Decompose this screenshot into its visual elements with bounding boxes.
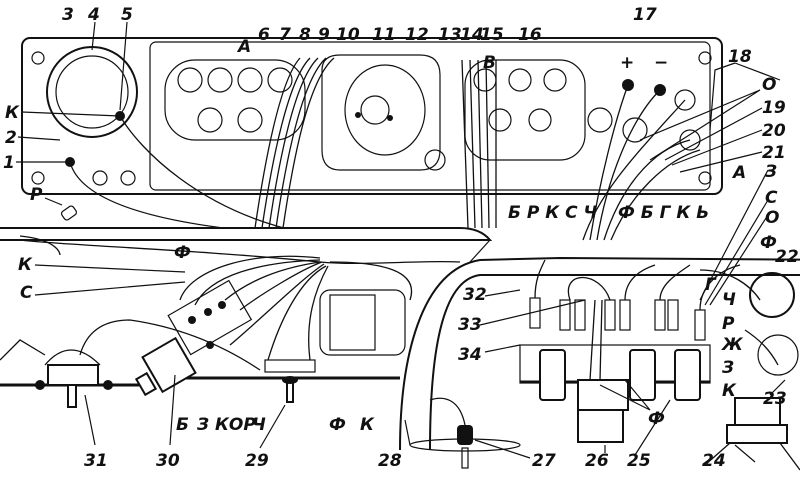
- label-17: 17: [633, 5, 657, 25]
- panel-wire-bundle: [69, 57, 701, 241]
- label-23: 23: [763, 389, 787, 409]
- label-v: В: [483, 53, 496, 73]
- label-26: 26: [585, 451, 609, 471]
- label-32: 32: [463, 285, 487, 305]
- label-5: 5: [121, 5, 133, 25]
- label-wire-group-left: Б Р К С Ч: [508, 203, 597, 223]
- switch-30: [134, 255, 329, 397]
- label-22: 22: [775, 247, 799, 267]
- label-31: 31: [84, 451, 108, 471]
- label-plus: +: [620, 53, 634, 73]
- label-7: 7: [279, 25, 291, 45]
- label-zh: Ж: [721, 335, 744, 355]
- label-s-right: С: [765, 188, 778, 208]
- leader-lines: [16, 21, 786, 463]
- label-ch-right: Ч: [722, 290, 736, 310]
- label-k-top: К: [5, 103, 20, 123]
- label-2: 2: [5, 128, 17, 148]
- label-z-right: З: [764, 162, 777, 182]
- instrument-panel: [21, 37, 723, 195]
- label-a-top: А: [236, 37, 251, 57]
- label-24: 24: [702, 451, 726, 471]
- label-g: Г: [705, 275, 717, 295]
- label-4: 4: [87, 5, 100, 25]
- label-r-right: Р: [722, 314, 735, 334]
- label-6: 6: [258, 25, 270, 45]
- label-f-26: Ф: [648, 409, 665, 429]
- label-s-left: С: [20, 283, 33, 303]
- label-33: 33: [458, 315, 482, 335]
- label-30: 30: [156, 451, 180, 471]
- switch-31: [0, 319, 261, 408]
- label-19: 19: [762, 98, 786, 118]
- label-12: 12: [405, 25, 429, 45]
- label-20: 20: [762, 121, 786, 141]
- label-k-right: К: [722, 381, 737, 401]
- component-23: [744, 329, 799, 376]
- label-1: 1: [3, 153, 15, 173]
- label-f-left: Ф: [174, 243, 191, 263]
- label-18: 18: [728, 47, 752, 67]
- label-25: 25: [627, 451, 651, 471]
- label-kor: КОР: [215, 415, 256, 435]
- component-22: [699, 269, 795, 318]
- label-9: 9: [318, 25, 330, 45]
- label-z-bottom: З: [196, 415, 209, 435]
- label-k-left: К: [18, 255, 33, 275]
- relay-24: [704, 397, 800, 471]
- label-16: 16: [518, 25, 542, 45]
- label-ch-bottom: Ч: [252, 415, 266, 435]
- label-14: 14: [460, 25, 484, 45]
- label-b-bottom: Б: [176, 415, 189, 435]
- label-29: 29: [245, 451, 269, 471]
- label-a-right: А: [731, 163, 746, 183]
- label-f-right: Ф: [760, 233, 777, 253]
- relay-34: [319, 261, 413, 356]
- label-21: 21: [762, 143, 786, 163]
- label-minus: −: [654, 53, 668, 73]
- label-34: 34: [458, 345, 482, 365]
- label-z2-right: З: [721, 358, 734, 378]
- label-8: 8: [299, 25, 311, 45]
- label-11: 11: [372, 25, 396, 45]
- label-f-bottom: Ф: [329, 415, 346, 435]
- harness-tube: [0, 205, 800, 451]
- label-r-top: Р: [30, 185, 43, 205]
- label-10: 10: [336, 25, 360, 45]
- label-wire-group-mid: Ф Б Г К Ь: [618, 203, 709, 223]
- label-28: 28: [378, 451, 402, 471]
- label-15: 15: [480, 25, 504, 45]
- bolt-29: [282, 376, 298, 403]
- label-k-bottom: К: [360, 415, 375, 435]
- label-13: 13: [438, 25, 462, 45]
- label-o-right: О: [762, 75, 776, 95]
- label-3: 3: [62, 5, 74, 25]
- label-o-right2: О: [765, 208, 779, 228]
- label-27: 27: [532, 451, 556, 471]
